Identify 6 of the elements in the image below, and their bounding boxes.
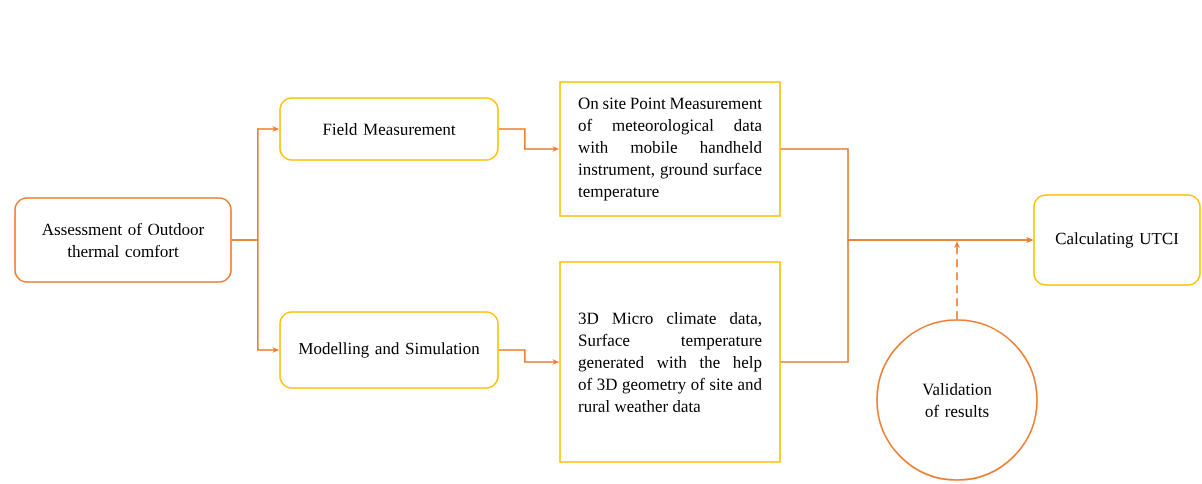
- result-box: Calculating UTCI: [1033, 194, 1201, 286]
- process-box: Modelling and Simulation: [279, 311, 499, 389]
- process-box: Assessment of Outdoor thermal comfort: [14, 197, 232, 283]
- text-box: 3D Micro climate data, Surface temperature generated with the help of 3D geometry of site and rural weather data: [559, 261, 781, 463]
- process-box: Field Measurement: [279, 97, 499, 161]
- text-box: On site Point Measurement of meteorological data with mobile handheld instrument, ground surface temperature: [559, 81, 781, 217]
